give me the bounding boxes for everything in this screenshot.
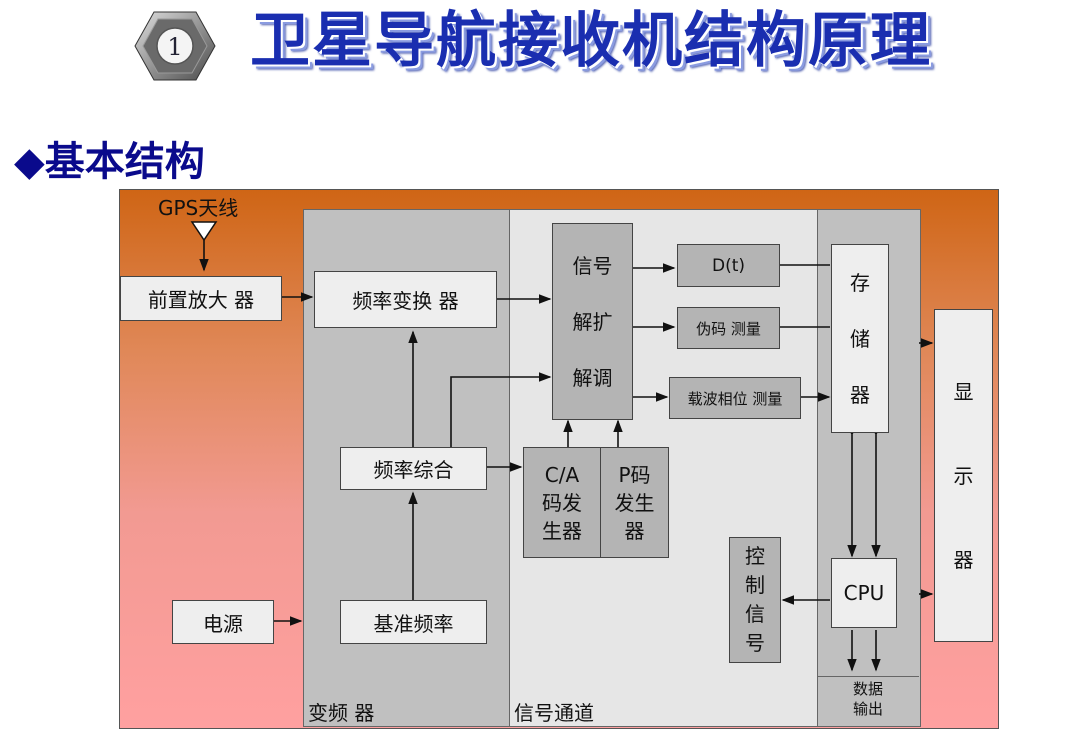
freq-synth-box: 频率综合 <box>340 447 487 490</box>
section-title: 基本结构 <box>44 139 205 185</box>
pseudo-range-box: 伪码 测量 <box>677 307 780 349</box>
cpu-box: CPU <box>831 558 897 628</box>
data-output-line-1: 数据 <box>852 680 883 698</box>
control-signal-box: 控 制 信 号 <box>729 537 781 663</box>
display-line-3: 器 <box>953 547 974 572</box>
section-heading: ◆基本结构 <box>14 132 205 192</box>
ca-line-1: C/A <box>544 462 580 487</box>
number-hexagon-icon: 1 <box>134 11 216 81</box>
ref-freq-box: 基准频率 <box>340 600 487 644</box>
data-output-label: 数据 输出 <box>817 679 919 719</box>
converter-panel-label: 变频 器 <box>308 701 375 725</box>
memory-box: 存 储 器 <box>831 244 889 433</box>
control-line-2: 制 <box>745 573 765 597</box>
display-line-2: 示 <box>953 463 974 488</box>
number-label: 1 <box>167 33 182 61</box>
p-line-3: 器 <box>624 518 645 543</box>
memory-line-1: 存 <box>850 270 870 295</box>
power-box: 电源 <box>172 600 274 644</box>
ca-line-2: 码发 <box>542 490 582 515</box>
ca-line-3: 生器 <box>542 518 582 543</box>
control-line-1: 控 <box>745 544 765 568</box>
dt-box: D(t) <box>677 244 780 287</box>
display-box: 显 示 器 <box>934 309 993 642</box>
freq-converter-box: 频率变换 器 <box>314 271 497 328</box>
diamond-bullet-icon: ◆ <box>14 139 45 185</box>
divider <box>817 676 919 677</box>
page-title: 卫星导航接收机结构原理 <box>250 6 932 76</box>
ca-code-generator-box: C/A 码发 生器 <box>523 447 601 558</box>
carrier-phase-box: 载波相位 测量 <box>669 377 801 419</box>
despread-line-3: 解调 <box>572 365 613 390</box>
memory-line-2: 储 <box>850 326 870 351</box>
memory-line-3: 器 <box>850 382 870 407</box>
p-code-generator-box: P码 发生 器 <box>600 447 669 558</box>
antenna-icon <box>190 221 218 242</box>
p-line-2: 发生 <box>614 490 655 515</box>
despread-line-2: 解扩 <box>572 309 613 334</box>
data-output-line-2: 输出 <box>852 700 883 718</box>
control-line-3: 信 <box>745 602 765 626</box>
despread-demod-box: 信号 解扩 解调 <box>552 223 633 420</box>
control-line-4: 号 <box>745 631 765 655</box>
display-line-1: 显 <box>953 379 974 404</box>
p-line-1: P码 <box>618 462 651 487</box>
antenna-label: GPS天线 <box>158 196 239 220</box>
preamp-box: 前置放大 器 <box>120 276 282 321</box>
despread-line-1: 信号 <box>572 253 613 278</box>
signal-panel-label: 信号通道 <box>514 701 594 725</box>
